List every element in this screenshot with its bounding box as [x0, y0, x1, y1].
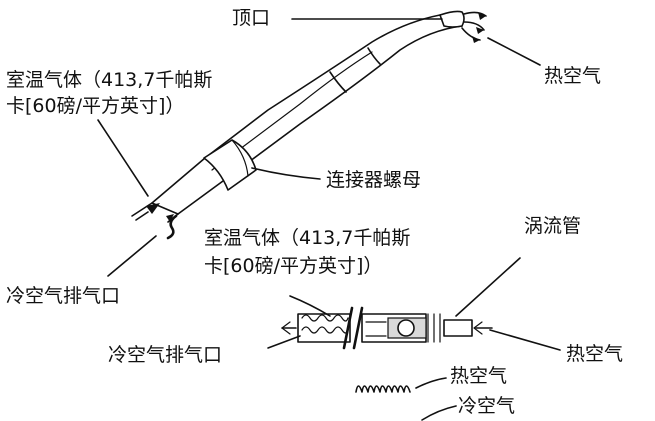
inlet-arrow-shaft	[135, 211, 149, 221]
connector-nut-shape	[203, 139, 257, 191]
label-room-temp-gas-2-line1: 室温气体（413,7千帕斯	[204, 227, 411, 249]
label-top-port: 顶口	[232, 7, 271, 29]
label-vortex-tube: 涡流管	[524, 215, 582, 237]
hot-air-swirl-2	[463, 21, 485, 31]
label-cold-air-exhaust-left: 冷空气排气口	[6, 285, 121, 307]
label-room-temp-gas-1-line1: 室温气体（413,7千帕斯	[6, 69, 213, 91]
hot-air-arrowhead-3	[472, 36, 480, 43]
hand-tool-drawing	[131, 10, 487, 240]
hot-air-arrowhead-2	[476, 27, 484, 34]
connector-nut-ring	[231, 139, 249, 177]
label-cold-air-exhaust-mid: 冷空气排气口	[108, 344, 223, 366]
leader-room-gas-1	[97, 119, 149, 197]
leader-connector-nut	[251, 167, 321, 180]
leader-cold-exhaust-left	[107, 235, 157, 277]
label-room-temp-gas-2-line2: 卡[60磅/平方英寸]）	[204, 255, 383, 277]
cold-exhaust-arrowhead-open	[281, 321, 291, 335]
tool-nozzle	[439, 10, 465, 28]
leader-hot-air-right	[489, 329, 561, 351]
legend-cold-air-leader	[421, 405, 457, 421]
label-connector-nut: 连接器螺母	[326, 169, 422, 191]
legend-label-hot-air: 热空气	[450, 365, 508, 387]
leader-cold-exhaust-mid	[267, 335, 301, 349]
hot-air-arrowhead-1	[478, 12, 486, 20]
legend	[355, 377, 457, 421]
inlet-arrowhead	[146, 203, 160, 214]
lower-leaders	[267, 257, 561, 351]
cold-exhaust-arrowhead	[166, 214, 174, 222]
tube-coil-hatch-2	[301, 326, 349, 334]
leader-vortex-tube	[455, 257, 521, 317]
legend-hot-air-symbol	[355, 385, 411, 393]
leader-hot-air-top	[487, 37, 541, 66]
hot-air-arrowhead-right	[473, 321, 483, 335]
tool-hose-top	[131, 202, 153, 217]
upper-leaders	[97, 18, 541, 277]
tool-band-2	[367, 47, 381, 65]
gas-inlet-line	[289, 295, 331, 317]
tube-generator	[397, 319, 415, 337]
vortex-tube-cutaway	[281, 295, 493, 350]
label-room-temp-gas-1-line2: 卡[60磅/平方英寸]）	[6, 95, 185, 117]
legend-label-cold-air: 冷空气	[458, 395, 516, 417]
break-mark-2	[352, 306, 364, 350]
tube-coil-hatch	[301, 314, 349, 322]
tool-band-1	[329, 71, 347, 93]
hot-air-swirl-1	[463, 11, 487, 17]
label-hot-air-top: 热空气	[544, 65, 602, 87]
break-mark-1	[342, 306, 354, 350]
legend-hot-air-leader	[415, 377, 447, 389]
cold-exhaust-swirl	[166, 214, 178, 240]
label-hot-air-right: 热空气	[566, 343, 624, 365]
tube-hot-end	[443, 319, 473, 337]
